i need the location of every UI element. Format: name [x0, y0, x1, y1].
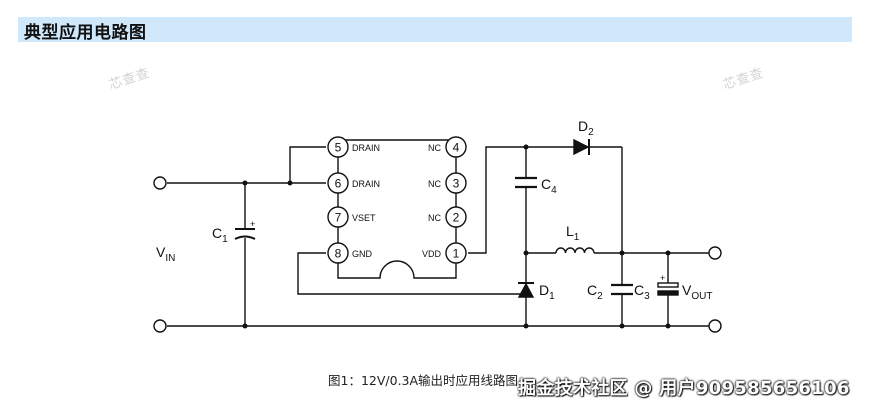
pin-name: GND	[352, 249, 373, 259]
capacitor-c2	[611, 283, 633, 296]
inductor-l1	[555, 247, 595, 254]
pin-5	[327, 136, 349, 158]
ic-body	[337, 139, 457, 279]
pin-2	[445, 206, 467, 228]
pin-3	[445, 172, 467, 194]
pin-name: NC	[428, 213, 441, 223]
figure-caption: 图1：12V/0.3A输出时应用线路图	[328, 373, 519, 388]
label-l1: L1	[566, 223, 580, 243]
label-vin: VIN	[156, 244, 175, 264]
label-c3: C3	[634, 282, 650, 302]
vin-terminal-bottom	[153, 319, 167, 333]
capacitor-c1	[234, 228, 256, 240]
vin-terminal-top	[153, 176, 167, 190]
pin-number: 2	[453, 211, 460, 225]
pin-number: 1	[453, 247, 460, 261]
vout-terminal-top	[708, 246, 722, 260]
pin-number: 3	[453, 177, 460, 191]
section-header: 典型应用电路图	[18, 17, 852, 43]
vout-terminal-bottom	[708, 319, 722, 333]
label-vout: VOUT	[682, 282, 712, 302]
polarity-plus: +	[660, 273, 665, 283]
pin-name: DRAIN	[352, 179, 380, 189]
section-title: 典型应用电路图	[24, 23, 147, 43]
pin-name: VDD	[422, 249, 442, 259]
pin-number: 5	[335, 141, 342, 155]
pin-6	[327, 172, 349, 194]
credit-watermark: 掘金技术社区 @ 用户909585656106	[518, 378, 850, 399]
pin-4	[445, 136, 467, 158]
label-d2: D2	[578, 118, 594, 138]
pin-1	[445, 242, 467, 264]
label-d1: D1	[539, 282, 555, 302]
label-c4: C4	[541, 176, 557, 196]
pin-number: 6	[335, 177, 342, 191]
pin-7	[327, 206, 349, 228]
label-c2: C2	[587, 282, 603, 302]
label-c1: C1	[212, 225, 228, 245]
pin-name: NC	[428, 179, 441, 189]
pin-name: VSET	[352, 213, 376, 223]
capacitor-c3	[657, 282, 679, 296]
pin-name: NC	[428, 143, 441, 153]
pin-name: DRAIN	[352, 143, 380, 153]
pin-number: 8	[335, 247, 342, 261]
diode-d1	[517, 282, 535, 298]
pin-number: 4	[453, 141, 460, 155]
pin-8	[327, 242, 349, 264]
pin-number: 7	[335, 211, 342, 225]
diode-d2	[573, 138, 590, 156]
polarity-plus: +	[250, 219, 255, 229]
capacitor-c4	[515, 176, 537, 189]
